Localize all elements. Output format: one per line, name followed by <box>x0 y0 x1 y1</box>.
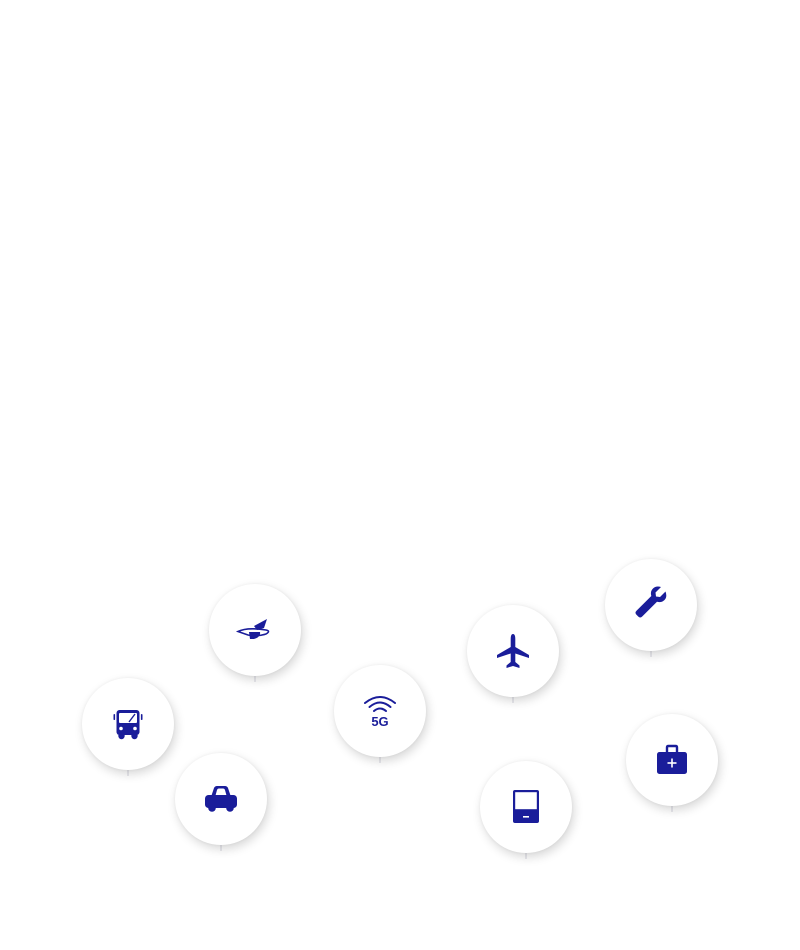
pin-stem <box>671 800 673 812</box>
wifi-5g-pin-circle[interactable]: 5G <box>334 665 426 757</box>
wrench-pin[interactable] <box>605 559 697 663</box>
tablet-pin-circle[interactable] <box>480 761 572 853</box>
plane-landing-pin-circle[interactable] <box>209 584 301 676</box>
plane-landing-icon <box>235 619 270 639</box>
airplane-pin-circle[interactable] <box>467 605 559 697</box>
bus-icon <box>113 710 143 740</box>
airplane-pin[interactable] <box>467 605 559 709</box>
medical-kit-icon <box>657 744 687 774</box>
tablet-icon <box>513 790 539 823</box>
pin-stem <box>254 670 256 682</box>
pin-stem <box>379 751 381 763</box>
wifi-5g-label: 5G <box>371 714 388 729</box>
wrench-icon <box>635 586 667 618</box>
pin-stem <box>127 764 129 776</box>
pin-stem <box>512 691 514 703</box>
medical-kit-pin[interactable] <box>626 714 718 818</box>
car-pin[interactable] <box>175 753 267 857</box>
airplane-icon <box>497 634 529 668</box>
medical-kit-pin-circle[interactable] <box>626 714 718 806</box>
bus-pin[interactable] <box>82 678 174 782</box>
bus-pin-circle[interactable] <box>82 678 174 770</box>
tablet-pin[interactable] <box>480 761 572 865</box>
car-icon <box>205 786 237 812</box>
wrench-pin-circle[interactable] <box>605 559 697 651</box>
pin-stem <box>220 839 222 851</box>
car-pin-circle[interactable] <box>175 753 267 845</box>
wifi-5g-pin[interactable]: 5G <box>334 665 426 769</box>
plane-landing-pin[interactable] <box>209 584 301 688</box>
pin-stem <box>650 645 652 657</box>
wifi-5g-icon: 5G <box>364 696 396 729</box>
pin-stem <box>525 847 527 859</box>
